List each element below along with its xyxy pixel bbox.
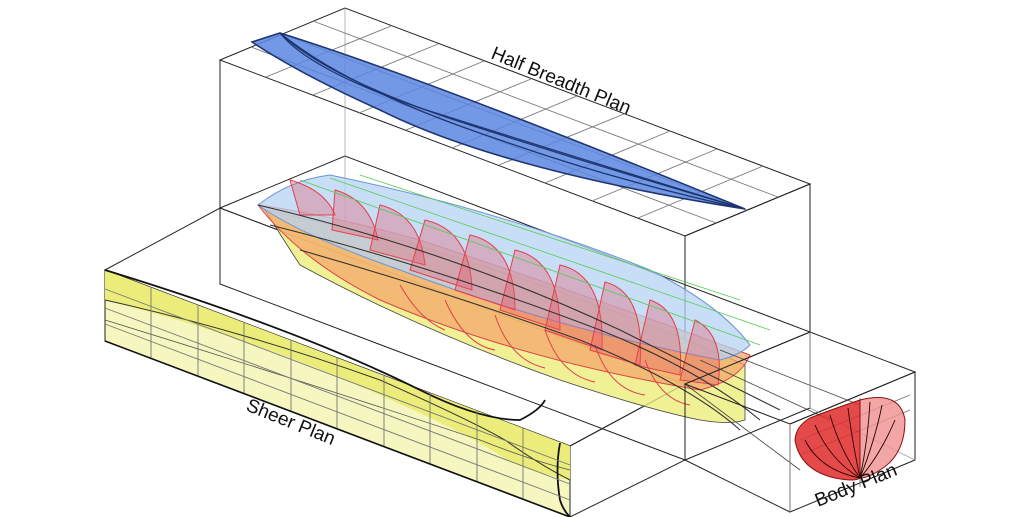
- half-breadth-shape: [250, 32, 746, 210]
- hull-deck: [257, 174, 751, 361]
- body-plan-shape: [794, 399, 861, 481]
- sheer-profile-shape: [105, 270, 570, 480]
- half-breadth-label: Half Breadth Plan: [488, 43, 634, 119]
- hull-3d: [256, 174, 861, 471]
